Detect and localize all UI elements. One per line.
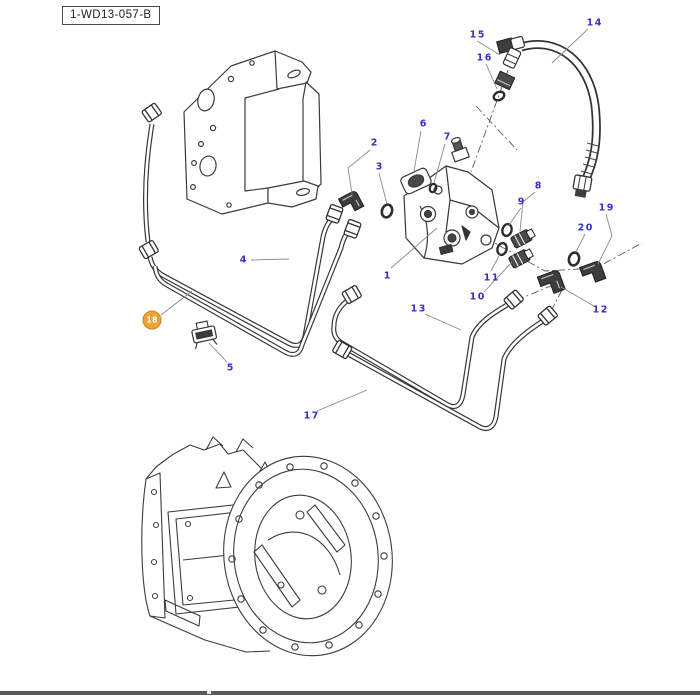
callout-19[interactable]: 19 [598,202,615,214]
callout-2[interactable]: 2 [370,137,379,149]
callout-9[interactable]: 9 [517,196,526,208]
pump-solenoid [400,167,432,195]
o-ring-9 [501,222,513,238]
pump-plunger [450,136,470,163]
callout-5[interactable]: 5 [226,362,235,374]
callout-8[interactable]: 8 [534,180,543,192]
o-ring-7 [428,182,438,194]
leader-lines [160,28,613,412]
o-ring-20 [567,251,581,267]
fitting-10 [508,248,534,269]
callout-7[interactable]: 7 [443,131,452,143]
callout-11[interactable]: 11 [483,272,500,284]
callout-4[interactable]: 4 [239,254,248,266]
injection-pump [400,136,500,265]
o-ring-16 [492,90,506,102]
callout-14[interactable]: 14 [586,17,603,29]
callout-6[interactable]: 6 [419,118,428,130]
drawing-number-label: 1-WD13-057-B [62,6,160,25]
elbow-fitting-12 [536,270,566,295]
callout-10[interactable]: 10 [469,291,486,303]
callout-13[interactable]: 13 [410,303,427,315]
pipe-nut [138,102,362,260]
callout-18-highlighted[interactable]: 18 [142,310,162,330]
callout-20[interactable]: 20 [577,222,594,234]
callout-15[interactable]: 15 [469,29,486,41]
fitting-8 [510,228,536,249]
callout-3[interactable]: 3 [375,161,384,173]
flange-bolt-holes [228,462,388,651]
fuel-pipe-13 [331,296,514,410]
transmission-housing [141,436,393,657]
fitting-15 [494,47,522,91]
elbow-fitting-19 [579,261,607,283]
o-ring-11 [496,241,508,257]
clip-5 [191,320,218,350]
window-bottom-edge [0,691,700,695]
pipe-nut [332,285,558,360]
fuel-pipe-17 [346,316,548,432]
fuel-hose-14 [496,35,601,198]
o-ring-3 [380,203,394,219]
callout-1[interactable]: 1 [383,270,392,282]
callout-12[interactable]: 12 [592,304,609,316]
bottom-edge-notch [207,691,211,694]
fuel-pipe-18 [152,227,353,357]
callout-16[interactable]: 16 [476,52,493,64]
mounting-bracket [183,50,322,215]
callout-17[interactable]: 17 [303,410,320,422]
